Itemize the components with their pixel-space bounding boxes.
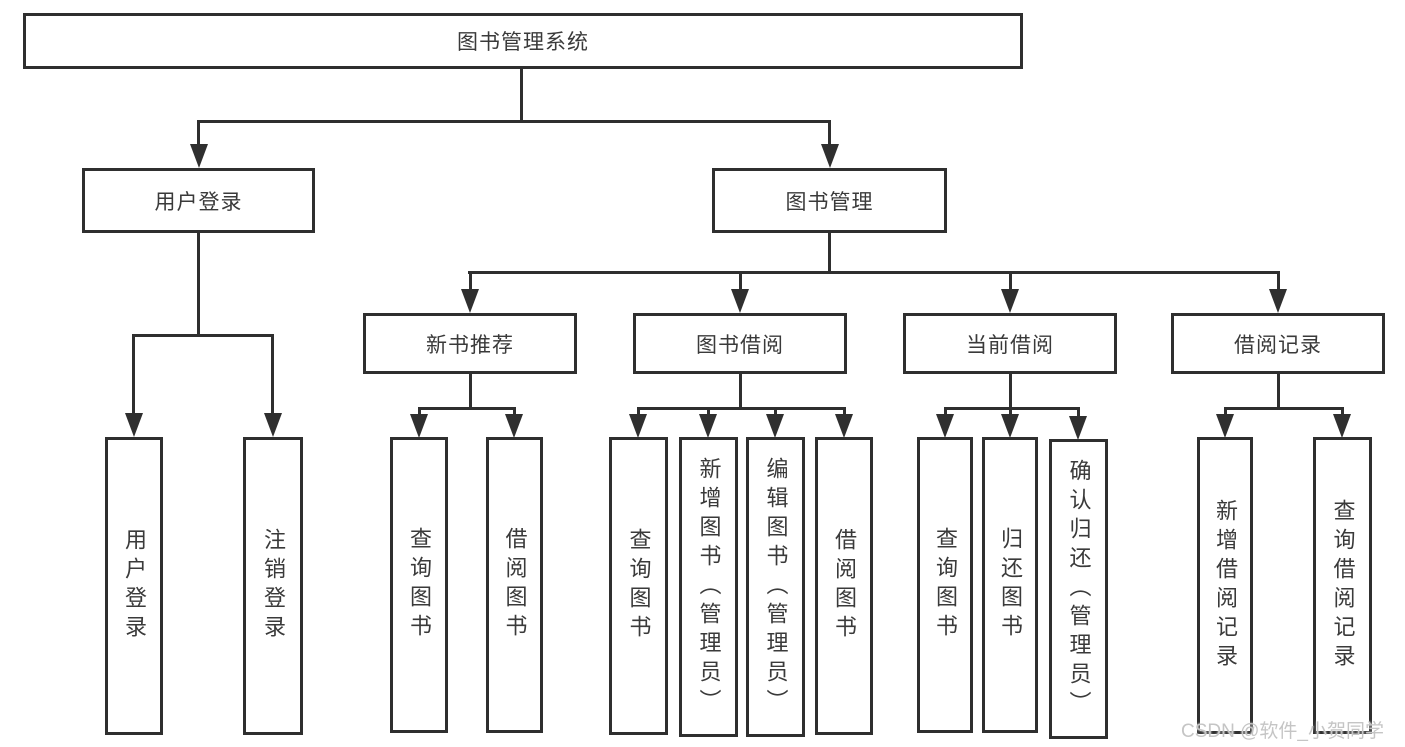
connector-group-stub: [739, 374, 742, 410]
arrowhead-down-icon: [1069, 416, 1087, 440]
connector-group-stub: [1009, 374, 1012, 410]
node-borrow-records: 借阅记录: [1171, 313, 1385, 374]
leaf-return-book: 归还图书: [982, 437, 1038, 733]
leaf-label: 查询借阅记录: [1330, 498, 1356, 673]
leaf-label: 编辑图书（管理员）: [763, 456, 789, 718]
connector-leaf-drop: [774, 407, 777, 417]
leaf-add-book-admin: 新增图书（管理员）: [679, 437, 738, 737]
node-user-login: 用户登录: [82, 168, 315, 233]
arrowhead-down-icon: [731, 289, 749, 313]
node-book-borrow: 图书借阅: [633, 313, 847, 374]
node-label: 借阅记录: [1234, 333, 1322, 357]
leaf-query-borrow-record: 查询借阅记录: [1313, 437, 1372, 734]
connector-group-stub: [469, 374, 472, 410]
leaf-label: 用户登录: [122, 528, 147, 644]
leaf-borrow-books: 借阅图书: [815, 437, 873, 735]
leaf-label: 借阅图书: [502, 527, 528, 643]
connector-root-stub: [520, 69, 523, 123]
arrowhead-down-icon: [835, 414, 853, 438]
connector-level3-drop: [1009, 271, 1012, 291]
connector-leaf-rail: [418, 407, 516, 410]
leaf-edit-book-admin: 编辑图书（管理员）: [746, 437, 805, 737]
leaf-confirm-return-admin: 确认归还（管理员）: [1049, 439, 1108, 739]
connector-leaf-drop: [513, 407, 516, 417]
connector-group-stub: [1277, 374, 1280, 410]
node-current-borrow: 当前借阅: [903, 313, 1117, 374]
connector-book-mgmt-drop: [828, 120, 831, 146]
connector-user-login-rail: [132, 334, 274, 337]
leaf-query-books-current: 查询图书: [917, 437, 973, 733]
arrowhead-down-icon: [125, 413, 143, 437]
connector-leaf-rail: [637, 407, 845, 410]
connector-leaf-drop: [944, 407, 947, 417]
leaf-label: 查询图书: [933, 527, 958, 643]
arrowhead-down-icon: [1333, 414, 1351, 438]
leaf-label: 注销登录: [261, 528, 286, 644]
arrowhead-down-icon: [936, 414, 954, 438]
arrowhead-down-icon: [461, 289, 479, 313]
leaf-add-borrow-record: 新增借阅记录: [1197, 437, 1253, 734]
arrowhead-down-icon: [410, 414, 428, 438]
arrowhead-down-icon: [1269, 289, 1287, 313]
leaf-label: 借阅图书: [832, 528, 857, 644]
node-label: 图书借阅: [696, 333, 784, 357]
connector-leaf-drop: [1341, 407, 1344, 417]
node-root: 图书管理系统: [23, 13, 1023, 69]
node-book-management: 图书管理: [712, 168, 947, 233]
connector-book-mgmt-stub: [828, 233, 831, 274]
node-label: 新书推荐: [426, 333, 514, 357]
node-label: 当前借阅: [966, 333, 1054, 357]
arrowhead-down-icon: [629, 414, 647, 438]
connector-level3-drop: [469, 271, 472, 291]
connector-leaf-drop: [1224, 407, 1227, 417]
arrowhead-down-icon: [821, 144, 839, 168]
leaf-borrow-books-recommend: 借阅图书: [486, 437, 543, 733]
connector-leaf-drop: [843, 407, 846, 417]
leaf-query-books-borrow: 查询图书: [609, 437, 668, 735]
leaf-query-books-recommend: 查询图书: [390, 437, 448, 733]
connector-level3-drop: [739, 271, 742, 291]
leaf-label: 新增借阅记录: [1213, 498, 1238, 673]
leaf-user-login: 用户登录: [105, 437, 163, 735]
node-new-book-recommend: 新书推荐: [363, 313, 577, 374]
connector-leaf-drop: [271, 334, 274, 414]
connector-leaf-drop: [707, 407, 710, 417]
arrowhead-down-icon: [1001, 289, 1019, 313]
leaf-label: 归还图书: [998, 527, 1023, 643]
leaf-label: 确认归还（管理员）: [1066, 458, 1092, 720]
arrowhead-down-icon: [1216, 414, 1234, 438]
arrowhead-down-icon: [264, 413, 282, 437]
connector-leaf-rail: [944, 407, 1080, 410]
connector-leaf-rail: [1224, 407, 1344, 410]
arrowhead-down-icon: [505, 414, 523, 438]
leaf-label: 查询图书: [626, 528, 652, 644]
node-label: 用户登录: [154, 190, 243, 214]
connector-level3-rail: [468, 271, 1280, 274]
leaf-label: 新增图书（管理员）: [696, 456, 722, 718]
arrowhead-down-icon: [766, 414, 784, 438]
connector-user-login-stub: [197, 233, 200, 337]
node-root-label: 图书管理系统: [457, 31, 589, 54]
node-label: 图书管理: [785, 190, 874, 214]
connector-leaf-drop: [1009, 407, 1012, 417]
connector-user-login-drop: [197, 120, 200, 146]
connector-level2-rail: [197, 120, 831, 123]
arrowhead-down-icon: [699, 414, 717, 438]
connector-leaf-drop: [132, 334, 135, 414]
connector-leaf-drop: [1077, 407, 1080, 419]
connector-leaf-drop: [418, 407, 421, 417]
connector-leaf-drop: [637, 407, 640, 417]
connector-level3-drop: [1277, 271, 1280, 291]
leaf-logout: 注销登录: [243, 437, 303, 735]
arrowhead-down-icon: [190, 144, 208, 168]
leaf-label: 查询图书: [407, 527, 432, 643]
watermark: CSDN @软件_小贺同学: [1181, 721, 1384, 742]
arrowhead-down-icon: [1001, 414, 1019, 438]
